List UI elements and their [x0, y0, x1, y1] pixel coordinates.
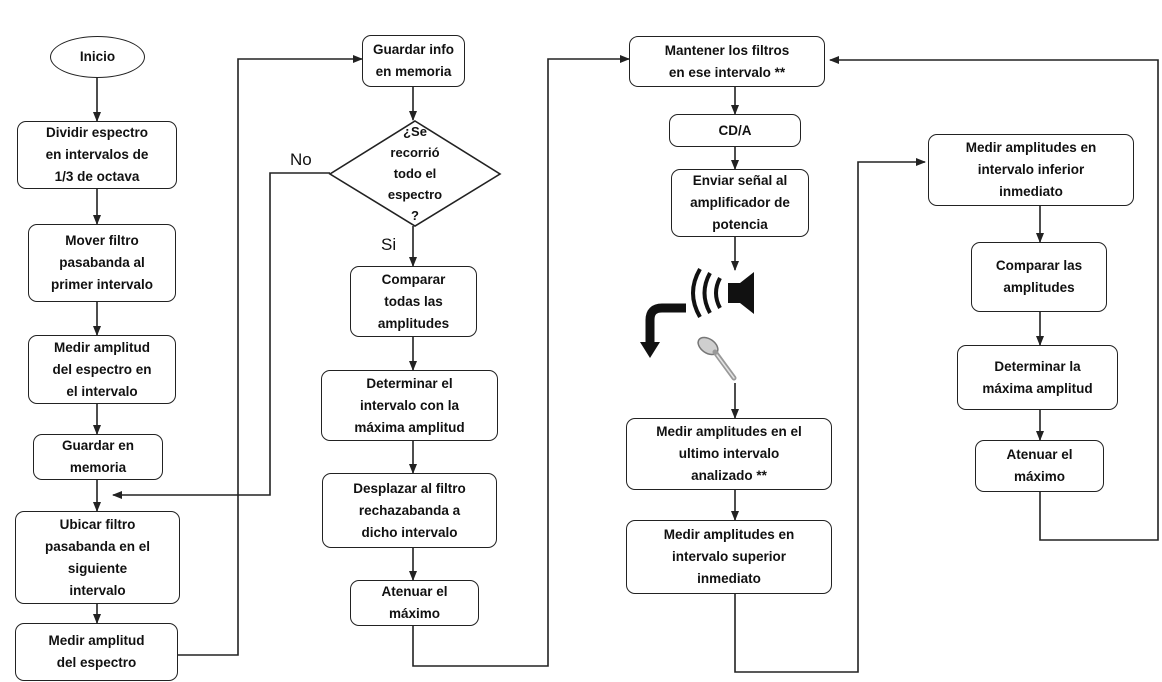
- attenuate-max-step-2: Atenuar el máximo: [975, 440, 1104, 492]
- arrow-decision-no: [112, 172, 330, 499]
- speaker-icon: [691, 268, 754, 318]
- save-info-step: Guardar info en memoria: [362, 35, 465, 87]
- microphone-icon: [697, 336, 737, 381]
- send-signal-step: Enviar señal al amplificador de potencia: [671, 169, 809, 237]
- measure-spectrum-step: Medir amplitud del espectro: [15, 623, 178, 681]
- arrow-measure-saveinfo: [178, 55, 363, 656]
- measure-last-step: Medir amplitudes en el ultimo intervalo …: [626, 418, 832, 490]
- decision-text: ¿Se recorrió todo el espectro ?: [387, 124, 443, 223]
- move-bandreject-step: Desplazar al filtro rechazabanda a dicho…: [322, 473, 497, 548]
- arrow-attenuate-keep: [412, 55, 630, 667]
- cda-step: CD/A: [669, 114, 801, 147]
- measure-lower-step: Medir amplitudes en intervalo inferior i…: [928, 134, 1134, 206]
- compare-step: Comparar las amplitudes: [971, 242, 1107, 312]
- arrow-attenuate-keep-loop: [829, 56, 1159, 541]
- save-memory-step: Guardar en memoria: [33, 434, 163, 480]
- measure-interval-step: Medir amplitud del espectro en el interv…: [28, 335, 176, 404]
- start-terminal: Inicio: [50, 36, 145, 78]
- move-bandpass-step: Mover filtro pasabanda al primer interva…: [28, 224, 176, 302]
- compare-all-step: Comparar todas las amplitudes: [350, 266, 477, 337]
- measure-upper-step: Medir amplitudes en intervalo superior i…: [626, 520, 832, 594]
- determine-max-step: Determinar la máxima amplitud: [957, 345, 1118, 410]
- divide-spectrum-step: Dividir espectro en intervalos de 1/3 de…: [17, 121, 177, 189]
- determine-interval-step: Determinar el intervalo con la máxima am…: [321, 370, 498, 441]
- keep-filters-step: Mantener los filtros en ese intervalo **: [629, 36, 825, 87]
- arrow-upper-lower: [734, 158, 926, 673]
- yes-label: Si: [381, 235, 397, 254]
- place-bandpass-step: Ubicar filtro pasabanda en el siguiente …: [15, 511, 180, 604]
- feedback-arrow-icon: [640, 303, 686, 358]
- attenuate-max-step: Atenuar el máximo: [350, 580, 479, 626]
- decision-diamond: [328, 120, 502, 227]
- no-label: No: [290, 150, 312, 169]
